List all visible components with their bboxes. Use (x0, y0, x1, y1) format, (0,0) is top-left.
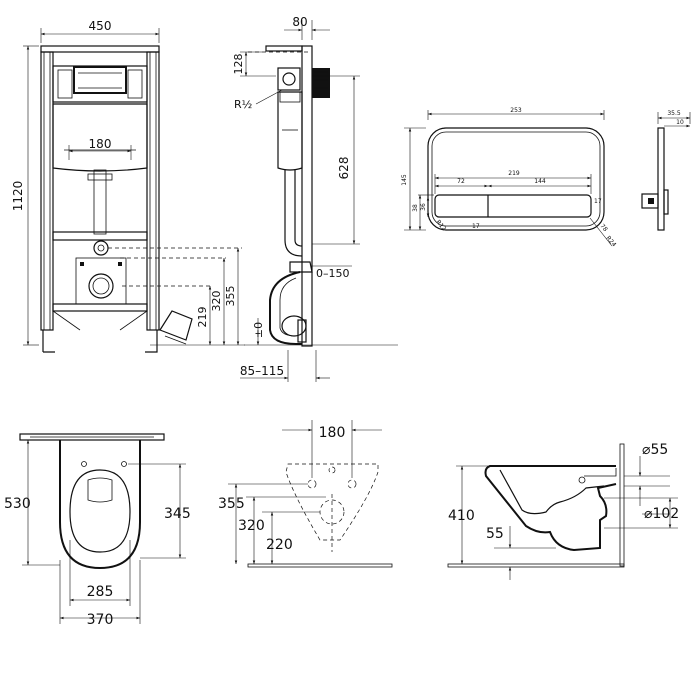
bowl-back-view: 180 355 320 220 (218, 420, 393, 568)
dim-bowl-fix-height: 345 (164, 506, 191, 522)
dim-button-large: 144 (534, 178, 546, 185)
dim-bowl-inner-width: 285 (87, 584, 114, 600)
dim-depth-range: 85–115 (240, 364, 284, 378)
label-floor-zero: ±0 (252, 322, 265, 338)
dim-depth-total: 35.5 (667, 110, 681, 117)
dim-tank-center: 180 (89, 137, 112, 151)
flush-plate-view: 253 145 219 72 144 38 36 17 17 78 R24 R1… (401, 107, 691, 249)
dim-bowl-length: 530 (4, 496, 31, 512)
dim-h17-bottom: 17 (472, 223, 480, 230)
dim-r24: R24 (604, 235, 617, 249)
dim-h17-right: 17 (594, 198, 602, 205)
bowl-top-view: 530 345 285 370 (4, 433, 191, 628)
dim-side-depth: 80 (292, 15, 307, 29)
bowl-side-view: 410 ⌀55 ⌀102 55 (447, 442, 679, 580)
dim-button-small: 72 (457, 178, 465, 185)
dim-h38: 38 (412, 204, 419, 212)
dim-bowl-outer-width: 370 (87, 612, 114, 628)
frame-side-view: 80 128 R½ 628 0–150 ±0 85– (232, 15, 398, 382)
dim-side-628: 628 (337, 157, 351, 180)
dim-back-220: 220 (266, 537, 293, 553)
dim-back-355: 355 (218, 496, 245, 512)
dim-bowl-spacing: 180 (319, 425, 346, 441)
dim-height-219: 219 (196, 307, 209, 328)
dim-side-height: 410 (448, 508, 475, 524)
dim-wall-adjust: 0–150 (316, 267, 350, 280)
dim-frame-height: 1120 (11, 181, 25, 212)
dim-frame-width: 450 (89, 19, 112, 33)
dim-side-55: 55 (486, 526, 504, 542)
frame-front-view: 450 1120 180 219 320 355 (11, 19, 245, 353)
dim-height-355: 355 (224, 286, 237, 307)
dim-outlet-diameter: ⌀102 (644, 506, 679, 522)
dim-plate-height: 145 (401, 174, 408, 186)
dim-depth-plate: 10 (676, 119, 684, 126)
dim-r78: 78 (598, 223, 608, 233)
dim-back-320: 320 (238, 518, 265, 534)
dim-h36: 36 (420, 203, 427, 211)
dim-inner-width: 219 (508, 170, 520, 177)
dim-side-128: 128 (232, 54, 245, 75)
dim-inlet-diameter: ⌀55 (642, 442, 668, 458)
dim-height-320: 320 (210, 291, 223, 312)
dim-plate-width: 253 (510, 107, 522, 114)
label-thread: R½ (234, 98, 252, 111)
